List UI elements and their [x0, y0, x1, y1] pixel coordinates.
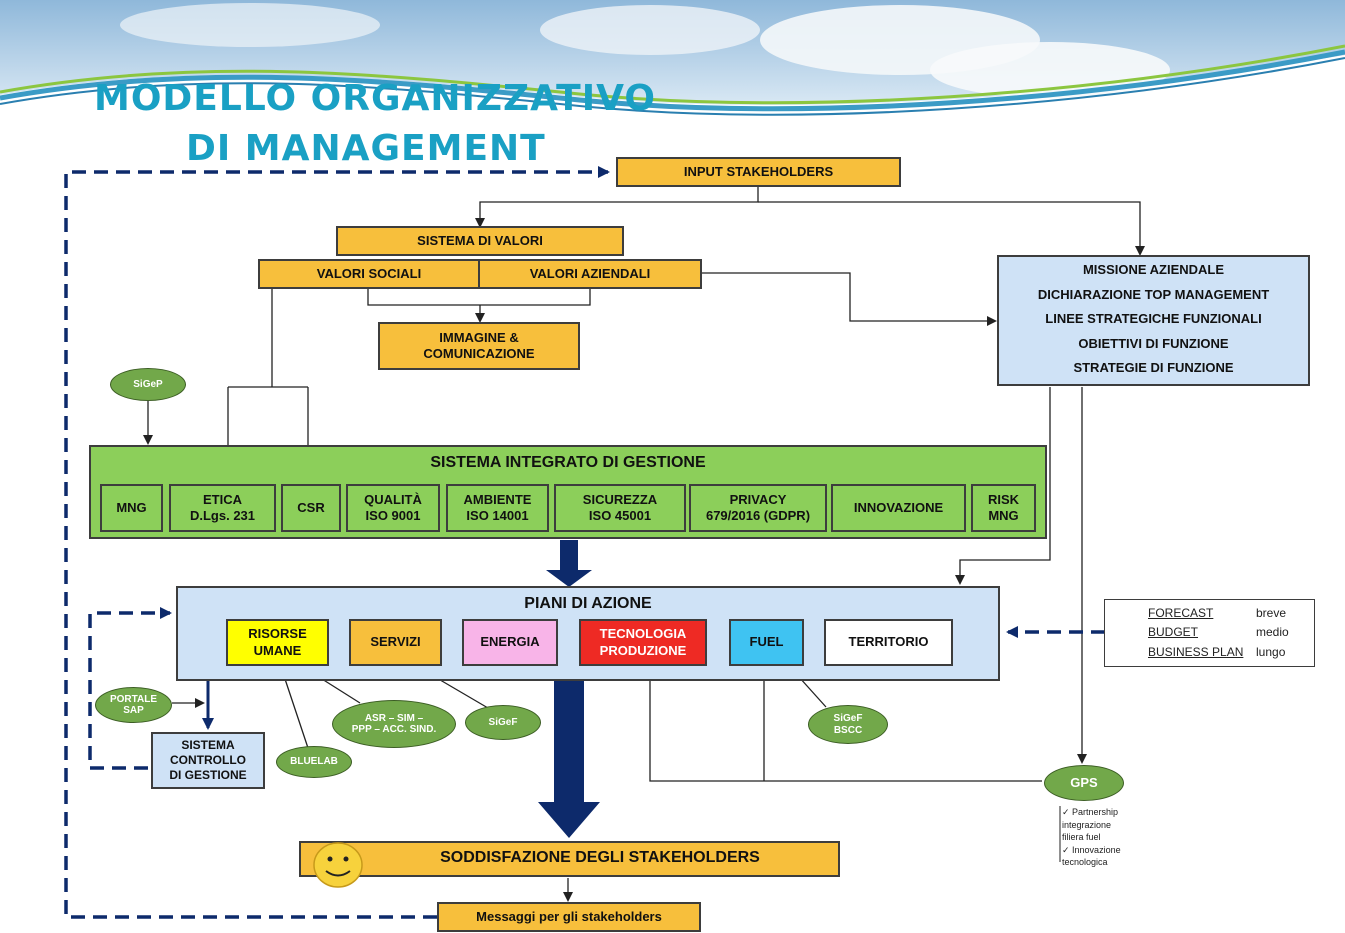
page-title-line2: DI MANAGEMENT	[186, 128, 546, 169]
missione-item: STRATEGIE DI FUNZIONE	[1073, 360, 1234, 375]
missione-list: MISSIONE AZIENDALE DICHIARAZIONE TOP MAN…	[997, 262, 1310, 385]
sistema-controllo-box: SISTEMA CONTROLLO DI GESTIONE	[151, 732, 265, 789]
missione-box	[997, 255, 1310, 386]
soddisfazione-box	[299, 841, 840, 877]
sig-item-ambiente: AMBIENTE ISO 14001	[446, 484, 549, 532]
valori-sociali-box: VALORI SOCIALI	[258, 259, 480, 289]
budget-term: medio	[1256, 625, 1289, 639]
sigef-bscc-oval: SiGeF BSCC	[808, 705, 888, 744]
bluelab-oval: BLUELAB	[276, 746, 352, 778]
valori-aziendali-box: VALORI AZIENDALI	[478, 259, 702, 289]
soddisfazione-label: SODDISFAZIONE DEGLI STAKEHOLDERS	[440, 849, 760, 866]
missione-item: DICHIARAZIONE TOP MANAGEMENT	[1037, 286, 1270, 302]
missione-item: OBIETTIVI DI FUNZIONE	[1078, 335, 1229, 351]
business-plan-term: lungo	[1256, 645, 1286, 659]
sigef-oval: SiGeF	[465, 705, 541, 740]
sig-item-sicurezza: SICUREZZA ISO 45001	[554, 484, 686, 532]
sig-item-qualita: QUALITÀ ISO 9001	[346, 484, 440, 532]
input-stakeholders-box: INPUT STAKEHOLDERS	[616, 157, 901, 187]
piani-azione-title: PIANI DI AZIONE	[524, 595, 652, 612]
page-title-line1: MODELLO ORGANIZZATIVO	[94, 78, 656, 119]
sistema-valori-box: SISTEMA DI VALORI	[336, 226, 624, 256]
budget-label: BUDGET	[1148, 625, 1199, 639]
gps-notes: ✓ Partnership integrazione filiera fuel …	[1062, 807, 1121, 867]
sig-item-csr: CSR	[281, 484, 341, 532]
sig-item-risk: RISK MNG	[971, 484, 1036, 532]
sigep-oval: SiGeP	[110, 368, 186, 401]
messaggi-box: Messaggi per gli stakeholders	[437, 902, 701, 932]
business-plan-label: BUSINESS PLAN	[1148, 645, 1244, 659]
sig-item-privacy: PRIVACY 679/2016 (GDPR)	[689, 484, 827, 532]
forecast-label: FORECAST	[1148, 606, 1214, 620]
gps-oval: GPS	[1044, 765, 1124, 801]
immagine-comunicazione-box: IMMAGINE & COMUNICAZIONE	[378, 322, 580, 370]
piano-energia: ENERGIA	[462, 619, 558, 666]
piano-territorio: TERRITORIO	[824, 619, 953, 666]
sig-item-innovazione: INNOVAZIONE	[831, 484, 966, 532]
missione-item: LINEE STRATEGICHE FUNZIONALI	[1045, 311, 1262, 326]
header-banner	[0, 0, 1345, 116]
asr-sim-ppp-oval: ASR – SIM – PPP – ACC. SIND.	[332, 700, 456, 748]
forecast-term: breve	[1256, 606, 1287, 620]
piano-risorse-umane: RISORSE UMANE	[226, 619, 329, 666]
missione-item: MISSIONE AZIENDALE	[1082, 262, 1225, 277]
piano-fuel: FUEL	[729, 619, 804, 666]
sistema-integrato-title: SISTEMA INTEGRATO DI GESTIONE	[430, 454, 706, 471]
forecast-box	[1104, 599, 1315, 667]
piano-servizi: SERVIZI	[349, 619, 442, 666]
piano-tecnologia-produzione: TECNOLOGIA PRODUZIONE	[579, 619, 707, 666]
portale-sap-oval: PORTALE SAP	[95, 687, 172, 723]
sig-item-mng: MNG	[100, 484, 163, 532]
sig-item-etica: ETICA D.Lgs. 231	[169, 484, 276, 532]
smiley-icon	[313, 842, 363, 888]
